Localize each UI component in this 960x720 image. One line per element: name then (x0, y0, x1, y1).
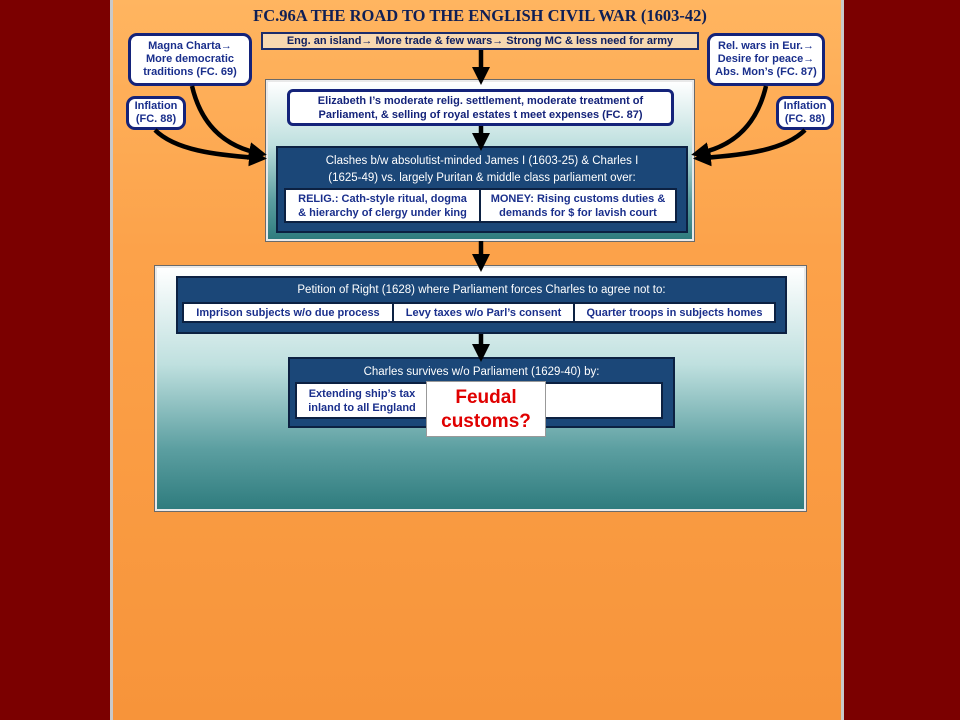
magna-charta-line3: traditions (FC. 69) (143, 66, 237, 78)
inflation-right-line2: (FC. 88) (784, 113, 826, 125)
petition-item-1: Imprison subjects w/o due process (184, 304, 394, 321)
elizabeth-line2: Parliament, & selling of royal estates t… (318, 109, 643, 121)
money-line2: demands for $ for lavish court (499, 207, 657, 219)
petition-heading: Petition of Right (1628) where Parliamen… (297, 284, 666, 296)
religious-wars-box: Rel. wars in Eur.→ Desire for peace→ Abs… (707, 33, 825, 86)
arrow-inflation-right (693, 128, 807, 167)
page-title: FC.96A THE ROAD TO THE ENGLISH CIVIL WAR… (253, 6, 707, 25)
petition-item-3: Quarter troops in subjects homes (586, 306, 763, 319)
relig-line1: RELIG.: Cath-style ritual, dogma (298, 193, 467, 205)
money-line1: MONEY: Rising customs duties & (490, 193, 666, 205)
ship-tax-line2: inland to all England (308, 401, 416, 414)
survives-heading: Charles survives w/o Parliament (1629-40… (363, 366, 600, 378)
inflation-right-line1: Inflation (783, 100, 827, 112)
elizabeth-box: Elizabeth I’s moderate relig. settlement… (287, 89, 674, 126)
relig-box: RELIG.: Cath-style ritual, dogma & hiera… (284, 188, 481, 223)
religious-wars-line2: Desire for peace→ (717, 53, 815, 65)
inflation-left-line1: Inflation (134, 100, 178, 112)
inflation-left-box: Inflation (FC. 88) (126, 96, 186, 130)
top-causes-bar: Eng. an island→ More trade & few wars→ S… (261, 32, 699, 50)
clashes-line1: Clashes b/w absolutist-minded James I (1… (325, 155, 639, 167)
ship-tax-line1: Extending ship’s tax (308, 387, 416, 400)
magna-charta-box: Magna Charta→ More democratic traditions… (128, 33, 252, 86)
arrow-magna-charta (189, 85, 267, 160)
inflation-left-line2: (FC. 88) (135, 113, 177, 125)
relig-line2: & hierarchy of clergy under king (298, 207, 467, 219)
petition-items-row: Imprison subjects w/o due process Levy t… (182, 302, 776, 323)
magna-charta-line1: Magna Charta→ (148, 40, 232, 52)
ship-tax-cell: Extending ship’s tax inland to all Engla… (297, 384, 427, 417)
feudal-customs-callout: Feudal customs? (426, 381, 546, 437)
feudal-line2: customs? (441, 411, 531, 432)
arrow-inflation-left (153, 128, 267, 167)
religious-wars-line3: Abs. Mon’s (FC. 87) (715, 66, 817, 78)
feudal-line1: Feudal (455, 387, 517, 408)
petition-item-2: Levy taxes w/o Parl’s consent (394, 304, 575, 321)
money-box: MONEY: Rising customs duties & demands f… (479, 188, 677, 223)
inflation-right-box: Inflation (FC. 88) (776, 96, 834, 130)
magna-charta-line2: More democratic (145, 53, 234, 65)
elizabeth-line1: Elizabeth I’s moderate relig. settlement… (317, 95, 644, 107)
religious-wars-line1: Rel. wars in Eur.→ (718, 40, 814, 52)
clashes-line2: (1625-49) vs. largely Puritan & middle c… (328, 172, 636, 184)
arrow-religious-wars (691, 85, 769, 160)
